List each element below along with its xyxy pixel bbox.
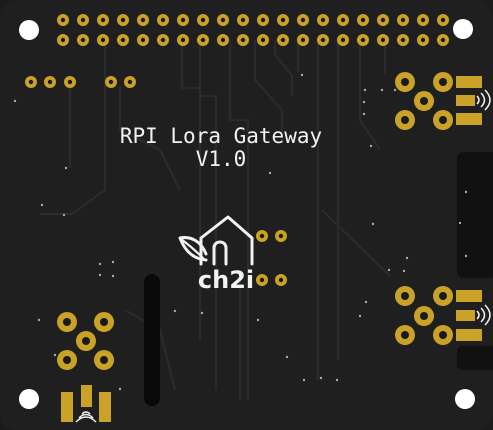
antenna-signal-icon-bottom: [75, 411, 97, 423]
antenna-connector-bottom-left: [57, 312, 114, 422]
gpio-header: [57, 14, 449, 46]
board-title-line1: RPI Lora Gateway: [120, 124, 322, 148]
antenna-signal-icon: [476, 89, 491, 111]
vias: [13, 73, 468, 391]
antenna-signal-icon-secondary: [476, 304, 491, 326]
left-pad-row: [25, 76, 136, 88]
board-cutout: [457, 152, 493, 278]
house-leaf-logo-icon: [178, 215, 254, 266]
board-cutout-small: [457, 346, 493, 370]
board-slot: [144, 274, 160, 406]
mount-hole-top-left: [19, 20, 39, 40]
mount-hole-top-right: [453, 19, 473, 39]
antenna-connector-top-right: [395, 72, 482, 130]
logo-side-pads: [256, 230, 287, 286]
board-title-line2: V1.0: [196, 147, 247, 171]
gpio-header-bottom-row: [57, 34, 449, 46]
mount-hole-bottom-left: [19, 389, 39, 409]
mount-hole-bottom-right: [455, 389, 475, 409]
brand-name: ch2i: [198, 266, 254, 294]
gpio-header-top-row: [57, 14, 449, 26]
antenna-connector-middle-right: [395, 286, 482, 345]
